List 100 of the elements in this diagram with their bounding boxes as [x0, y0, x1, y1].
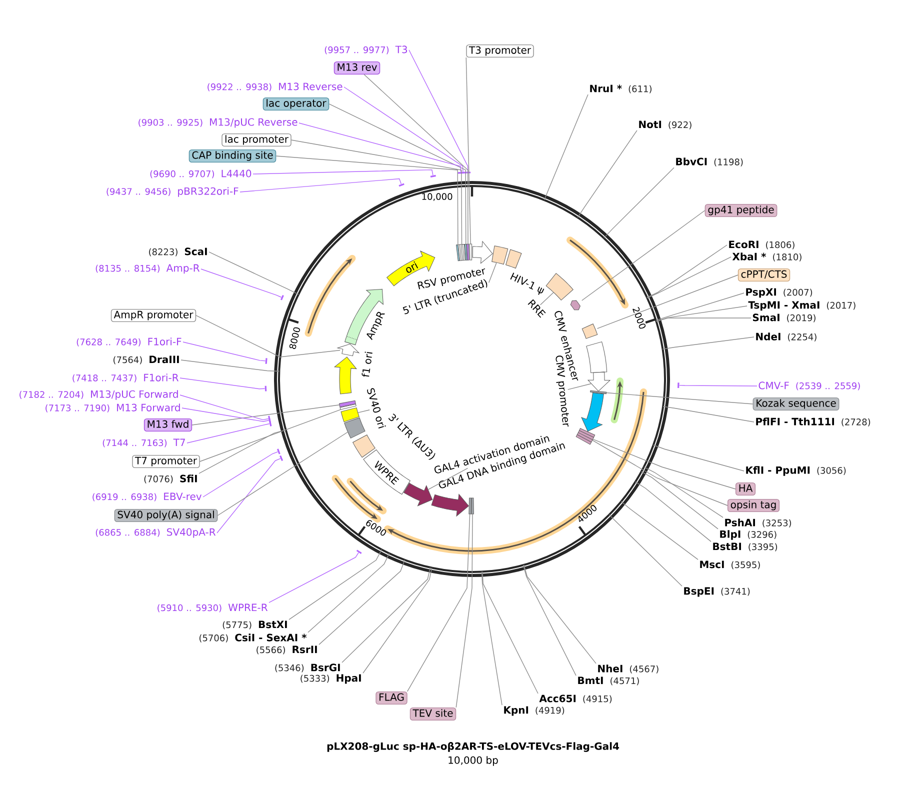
leader-line	[240, 178, 402, 192]
cut-position: (3253)	[762, 519, 792, 528]
enzyme-name: HpaI	[336, 674, 361, 684]
primer-position: (9437 .. 9456)	[106, 188, 170, 196]
enzyme-name: XbaI *	[732, 252, 766, 260]
feature-tag: cPPT/CTS	[738, 268, 790, 282]
primer-name: F1ori-F	[148, 338, 182, 346]
feature-block	[586, 342, 608, 374]
enzyme-name: RsrII	[292, 646, 317, 654]
feature-tag: FLAG	[376, 691, 408, 705]
cut-position: (1198)	[714, 158, 743, 166]
feature-block	[352, 434, 376, 458]
feature-block	[471, 498, 474, 514]
enzyme-name: NruI *	[590, 84, 622, 92]
primer-name: L4440	[222, 170, 252, 178]
primer-name: T3	[395, 46, 408, 54]
leader-line	[456, 514, 473, 708]
cut-position: (3296)	[748, 530, 776, 539]
feature-tag: Kozak sequence	[752, 397, 840, 411]
feature-tag: SV40 poly(A) signal	[114, 508, 218, 522]
leader-line	[202, 451, 278, 498]
enzyme-name: DraIII	[150, 356, 179, 364]
cut-position: (5333)	[300, 674, 330, 683]
leader-line	[656, 292, 744, 321]
cut-position: (3741)	[721, 588, 750, 596]
feature-block	[581, 392, 604, 432]
primer-mark	[276, 448, 280, 454]
leader-line	[646, 256, 732, 298]
ruler-number: 2000	[632, 306, 646, 329]
feature-block	[340, 408, 360, 422]
cut-position: (7564)	[114, 356, 142, 364]
leader-line	[522, 564, 576, 676]
leader-line	[662, 336, 754, 350]
cut-position: (2017)	[826, 302, 856, 310]
primer-position: (9957 .. 9977)	[324, 46, 389, 54]
enzyme-name: SfiI	[180, 474, 197, 482]
primer-position: (5910 .. 5930)	[158, 604, 222, 612]
feature-tag: TEV site	[410, 707, 456, 721]
primer-position: (9690 .. 9707)	[150, 170, 214, 178]
feature-tag: opsin tag	[727, 498, 780, 512]
cut-position: (4915)	[583, 695, 612, 704]
enzyme-name: BstXI	[258, 620, 287, 628]
leader-line	[646, 244, 728, 298]
enzyme-name: PshAI	[725, 518, 755, 526]
leader-line	[200, 409, 342, 462]
primer-position: (9922 .. 9938)	[208, 83, 272, 92]
leader-line	[268, 552, 359, 603]
leader-line	[364, 74, 468, 244]
leader-line	[298, 122, 462, 172]
leader-line	[291, 140, 462, 245]
feature-block	[468, 498, 472, 514]
feature-tag: T7 promoter	[132, 454, 200, 468]
leader-line	[596, 274, 738, 329]
primer-mark	[264, 386, 267, 392]
primer-name: M13/pUC Reverse	[210, 118, 298, 128]
enzyme-name: BbvCI	[676, 158, 707, 166]
plasmid-name: pLX208-gLuc sp-HA-oβ2AR-TS-eLOV-TEVcs-Flag-Gal4	[327, 742, 620, 752]
cut-position: (3395)	[748, 543, 778, 552]
cut-position: (922)	[668, 121, 692, 130]
feature-block	[344, 417, 366, 438]
leader-line	[288, 549, 382, 620]
primer-mark	[265, 358, 268, 364]
cut-position: (8223)	[149, 248, 178, 256]
cut-position: (4571)	[610, 677, 639, 686]
enzyme-name: KflI - PpuMI	[746, 466, 810, 476]
feature-tag: gp41 peptide	[704, 204, 778, 218]
leader-line	[308, 552, 390, 633]
feature-label: f1 ori	[362, 352, 372, 377]
leader-line	[662, 406, 754, 422]
enzyme-name: BmtI	[578, 676, 603, 684]
leader-line	[408, 50, 468, 172]
cut-position: (2019)	[787, 314, 816, 322]
leader-line	[540, 292, 554, 306]
primer-name: pBR322ori-F	[178, 187, 238, 197]
enzyme-name: KpnI	[504, 706, 528, 716]
leader-line	[679, 384, 758, 386]
primer-mark	[268, 416, 271, 422]
leader-line	[620, 501, 698, 560]
feature-tag: lac operator	[262, 97, 330, 111]
primer-mark	[356, 550, 362, 554]
enzyme-name: BstBI	[713, 542, 741, 550]
primer-name: EBV-rev	[164, 492, 202, 500]
leader-line	[524, 564, 596, 664]
leader-line	[640, 471, 718, 530]
leader-line	[592, 440, 728, 506]
leader-line	[182, 408, 270, 422]
feature-tag: CAP binding site	[188, 149, 276, 163]
leader-line	[656, 306, 748, 322]
feature-tag: T3 promoter	[466, 44, 534, 58]
feature-tag: AmpR promoter	[110, 308, 196, 322]
primer-mark	[280, 455, 284, 461]
leader-line	[358, 410, 370, 414]
cut-position: (7076)	[144, 475, 173, 484]
cut-position: (2254)	[788, 333, 816, 342]
enzyme-name: BsrGI	[311, 664, 340, 672]
leader-line	[180, 360, 280, 372]
primer-position: (7182 .. 7204)	[20, 390, 84, 399]
feature-block	[469, 244, 472, 260]
cut-position: (5706)	[199, 634, 228, 642]
feature-block	[404, 482, 433, 506]
